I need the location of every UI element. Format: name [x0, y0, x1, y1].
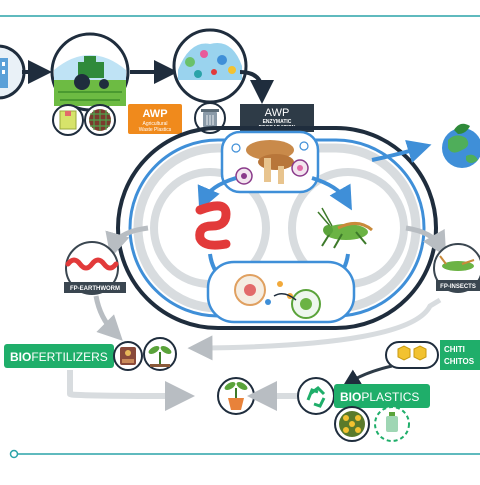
chitin-chitosan-label: CHITI CHITOS	[440, 340, 480, 370]
arrow-earthworm-to-biofertilizers	[93, 295, 123, 341]
net-icon	[84, 104, 116, 136]
plastic-waste-pile-icon	[172, 28, 248, 104]
svg-text:BIOPLASTICS: BIOPLASTICS	[340, 390, 419, 404]
bioplastics-label: BIOPLASTICS	[334, 384, 430, 408]
arrow-chitin-to-bioplastics	[342, 364, 393, 387]
microbes-icon	[206, 260, 356, 324]
potted-plant-icon	[217, 377, 255, 415]
fp-insects-node: FP-INSECTS	[433, 243, 480, 293]
arrow-cycle-to-fp-earthworm	[105, 225, 149, 259]
tractor-field-icon	[50, 32, 130, 112]
earth-globe-icon	[442, 123, 480, 168]
factory-icon	[0, 44, 26, 100]
svg-text:BIOFERTILIZERS: BIOFERTILIZERS	[10, 350, 108, 364]
bioplastics-bold: BIO	[340, 390, 361, 404]
bioplastic-film-icon	[334, 406, 370, 442]
mulch-film-icon	[52, 104, 84, 136]
recycle-icon	[297, 377, 335, 415]
arrow-plastics-to-degradation	[239, 70, 274, 104]
soil-bag-icon	[113, 341, 143, 371]
arrow-insects-to-biofertilizers	[187, 297, 442, 361]
chitosan-label: CHITOS	[444, 357, 475, 366]
bioplastics-rest: PLASTICS	[361, 390, 419, 404]
awp-degradation-title: AWP	[265, 107, 290, 119]
biofertilizers-rest: FERTILIZERS	[31, 350, 107, 364]
mushroom-fungi-icon	[220, 130, 320, 194]
arrow-cycle-to-earth	[371, 139, 432, 163]
awp-waste-badge: AWP Agricultural Waste Plastics	[128, 104, 182, 134]
awp-badge-subtitle-2: Waste Plastics	[139, 127, 172, 133]
earthworm-icon	[195, 201, 231, 250]
trash-bin-icon	[194, 102, 226, 134]
biofertilizers-bold: BIO	[10, 350, 31, 364]
chitin-label: CHITI	[444, 345, 465, 354]
bottom-frame-dot	[9, 449, 19, 459]
arrow-fungi-to-earthworm	[197, 176, 237, 212]
seedling-icon	[143, 337, 177, 371]
arrow-biofertilizers-to-plant	[67, 370, 195, 411]
arrow-cycle-to-fp-insects	[405, 225, 447, 257]
biofertilizers-label: BIOFERTILIZERS	[4, 344, 114, 368]
bioplastic-bottle-icon	[374, 406, 410, 442]
cycle-outer-ring	[116, 126, 438, 330]
earthworm-icon-small	[65, 257, 119, 271]
chitin-hexagon-icon	[385, 341, 439, 369]
awp-badge-subtitle-1: Agricultural	[142, 121, 167, 127]
fp-earthworm-node: FP-EARTHWORM	[64, 241, 126, 295]
fp-earthworm-label: FP-EARTHWORM	[70, 286, 120, 292]
awp-degradation-line1: ENZYMATIC	[263, 119, 292, 125]
arrow-fungi-to-insect	[311, 176, 352, 211]
fp-insects-label: FP-INSECTS	[440, 284, 476, 290]
awp-badge-title: AWP	[142, 108, 167, 120]
grasshopper-icon	[317, 207, 373, 249]
